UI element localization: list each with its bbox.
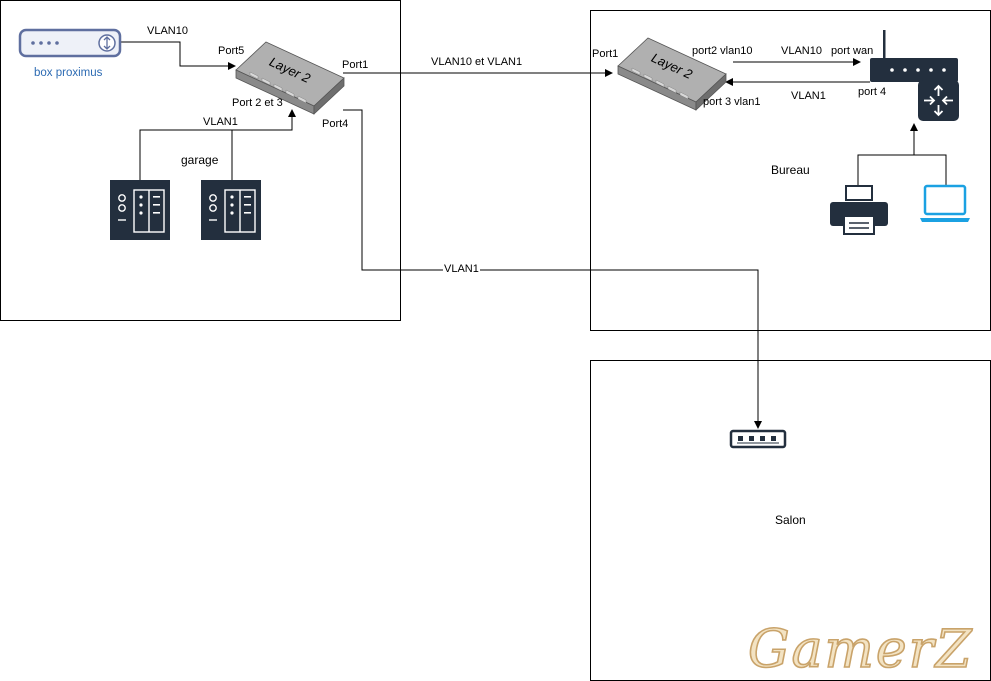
modem-icon[interactable] (18, 28, 122, 58)
watermark-logo: GamerZ (747, 619, 974, 681)
room-title-salon: Salon (775, 513, 806, 527)
link-label-nas-vlan: VLAN1 (203, 116, 238, 128)
link-nas-to-switch (139, 109, 296, 180)
nas-server-icon[interactable] (110, 180, 170, 240)
nas-server-icon[interactable] (201, 180, 261, 240)
port-label-garage-port4: Port4 (322, 118, 349, 130)
link-label-switch-to-switch: VLAN10 et VLAN1 (431, 56, 523, 68)
link-clients-to-router (857, 154, 947, 185)
link-label-garage-to-salon: VLAN1 (443, 263, 480, 275)
network-switch-icon[interactable] (729, 429, 787, 449)
room-title-bureau: Bureau (771, 163, 810, 177)
printer-icon[interactable] (830, 185, 888, 235)
port-label-router-wan: port wan (831, 45, 874, 57)
link-label-bureau-to-router: VLAN10 (781, 45, 822, 57)
link-garage-to-salon (343, 109, 762, 429)
port-label-router-port4: port 4 (858, 86, 887, 98)
port-label-garage-port5: Port5 (218, 45, 245, 57)
wifi-router-icon[interactable] (870, 30, 958, 82)
box-label: box proximus (34, 67, 103, 79)
router-icon[interactable] (918, 80, 959, 121)
port-label-garage-port1: Port1 (342, 59, 369, 71)
laptop-icon[interactable] (920, 184, 970, 222)
port-label-garage-port23: Port 2 et 3 (232, 97, 283, 109)
layer2-switch-icon[interactable]: Layer 2 (617, 37, 727, 111)
link-box-to-switch (120, 41, 236, 70)
port-label-bureau-port3: port 3 vlan1 (703, 96, 761, 108)
link-label-router-to-bureau: VLAN1 (791, 90, 826, 102)
port-label-bureau-port1: Port1 (592, 48, 619, 60)
link-label-box-vlan: VLAN10 (147, 25, 188, 37)
room-title-garage: garage (181, 153, 219, 167)
port-label-bureau-port2: port2 vlan10 (692, 45, 753, 57)
layer2-switch-icon[interactable]: Layer 2 (235, 41, 345, 115)
